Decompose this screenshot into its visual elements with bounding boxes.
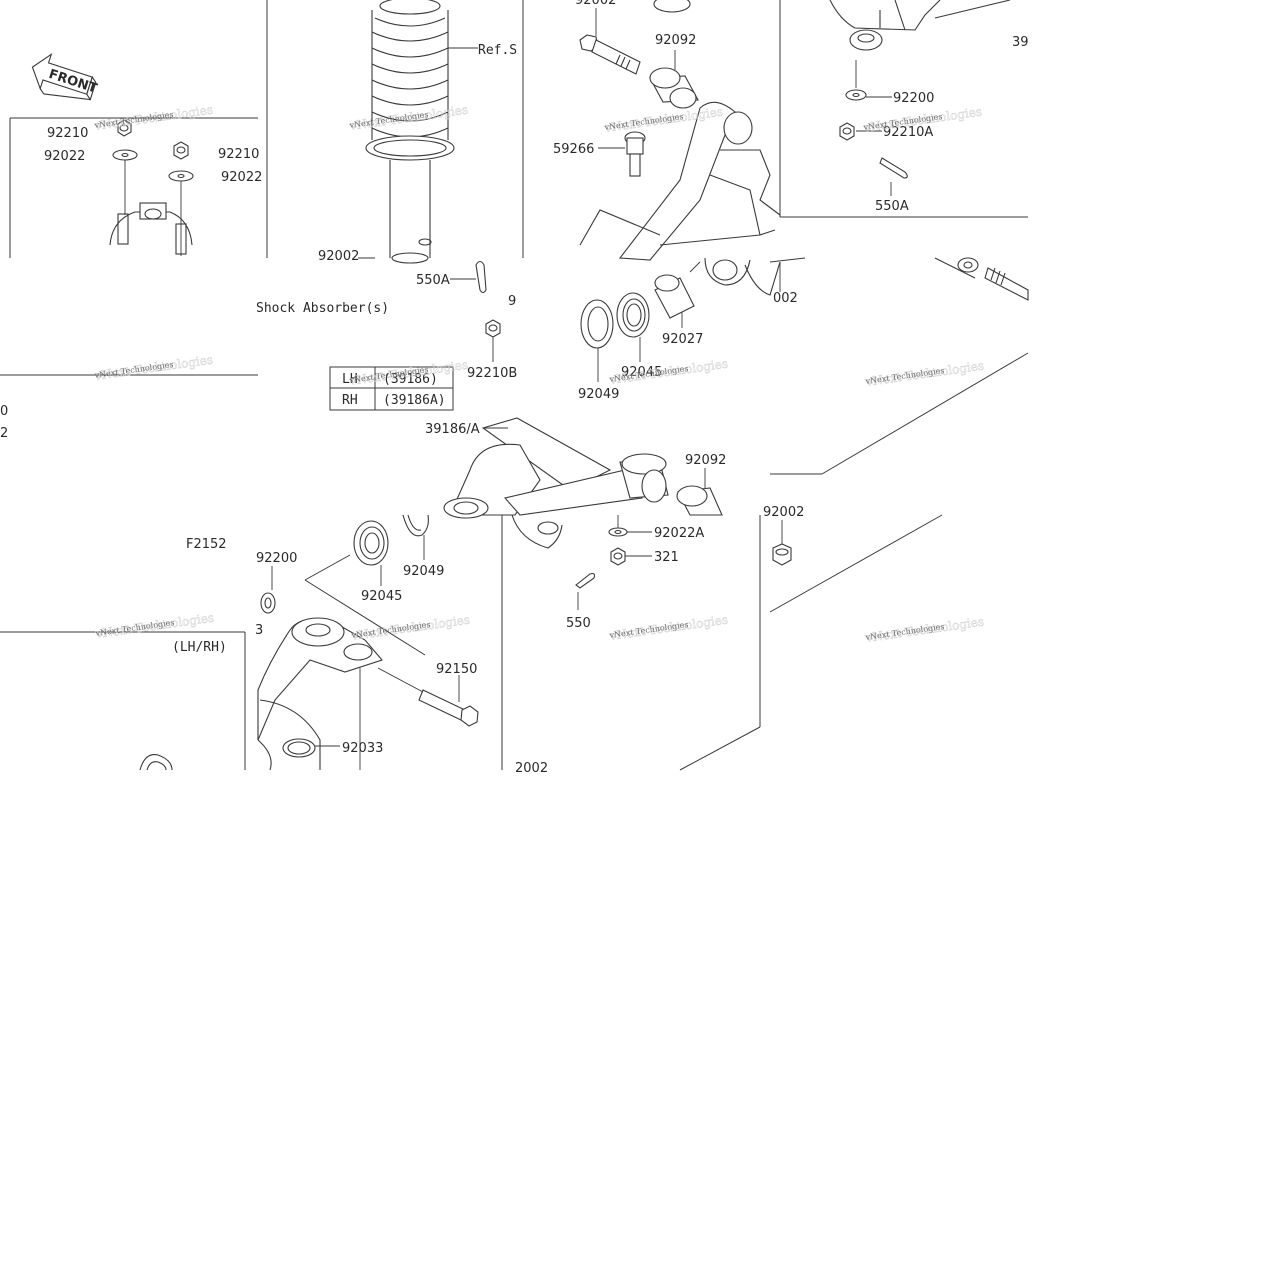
nut-mid bbox=[485, 319, 501, 362]
callout-92002-lower: 92002 bbox=[763, 505, 804, 520]
hub-partial bbox=[689, 257, 806, 296]
callout-9-partial: 9 bbox=[508, 294, 516, 309]
callout-92150: 92150 bbox=[436, 662, 477, 677]
callout-92022-right: 92022 bbox=[221, 170, 262, 185]
figure-code: F2152 bbox=[186, 537, 227, 552]
section-title: Shock Absorber(s) bbox=[256, 301, 389, 316]
bearing-mid bbox=[616, 292, 650, 362]
washer-nut-lower bbox=[575, 515, 652, 610]
bushing-lower bbox=[676, 468, 723, 516]
oil-seal-lower bbox=[402, 514, 429, 560]
callout-550: 550 bbox=[566, 616, 591, 631]
callout-002-partial: 002 bbox=[773, 291, 798, 306]
callout-92200-lower: 92200 bbox=[256, 551, 297, 566]
watermark: vNext Technologies vNext Technologies bbox=[607, 612, 729, 643]
callout-39-partial: 39 bbox=[1012, 35, 1029, 50]
tie-rod-partial bbox=[934, 257, 1029, 301]
callout-59266: 59266 bbox=[553, 142, 594, 157]
callout-92027: 92027 bbox=[662, 332, 703, 347]
ref-label: Ref.S bbox=[478, 43, 517, 58]
bearing-lower bbox=[353, 520, 389, 586]
lh-rh-note: (LH/RH) bbox=[172, 640, 227, 655]
callout-321: 321 bbox=[654, 550, 679, 565]
table-part-rh: (39186A) bbox=[383, 393, 446, 408]
callout-92210A: 92210A bbox=[883, 125, 933, 140]
callout-92210B: 92210B bbox=[467, 366, 517, 381]
callout-92200-top: 92200 bbox=[893, 91, 934, 106]
callout-3-partial: 3 bbox=[255, 623, 263, 638]
ball-joint bbox=[598, 131, 646, 177]
bolt-lower-right bbox=[772, 520, 792, 566]
callout-92210-left: 92210 bbox=[47, 126, 88, 141]
callout-2-partial: 2 bbox=[0, 426, 8, 441]
callout-92049-lower: 92049 bbox=[403, 564, 444, 579]
shock-mount-hardware bbox=[109, 119, 194, 256]
callout-92033: 92033 bbox=[342, 741, 383, 756]
knuckle-upper bbox=[829, 0, 1011, 196]
callout-labels: 92002 92092 59266 92210 92022 92210 9202… bbox=[0, 0, 1029, 776]
collar-mid bbox=[654, 274, 695, 328]
callout-92002-top: 92002 bbox=[575, 0, 616, 8]
knuckle-lower bbox=[257, 617, 383, 771]
callout-92022A: 92022A bbox=[654, 526, 704, 541]
callout-92002-shock: 92002 bbox=[318, 249, 359, 264]
watermark: vNext Technologies vNext Technologies bbox=[92, 352, 214, 383]
bolt-92150 bbox=[377, 667, 479, 727]
watermark: vNext Technologies vNext Technologies bbox=[863, 358, 985, 389]
watermark: vNext Technologies vNext Technologies bbox=[93, 610, 215, 641]
callout-39186A: 39186/A bbox=[425, 422, 480, 437]
table-side-lh: LH bbox=[342, 372, 358, 387]
cotter-pin-mid bbox=[450, 260, 487, 294]
watermark: vNext Technologies vNext Technologies bbox=[92, 102, 214, 133]
oil-seal-mid bbox=[580, 299, 614, 382]
snap-ring bbox=[282, 738, 340, 758]
watermark: vNext Technologies vNext Technologies bbox=[863, 614, 985, 645]
callout-92210-right: 92210 bbox=[218, 147, 259, 162]
callout-92092-lower: 92092 bbox=[685, 453, 726, 468]
upper-a-arm bbox=[579, 101, 781, 261]
watermark: vNext Technologies vNext Technologies bbox=[347, 102, 469, 133]
panel-borders bbox=[0, 0, 1029, 771]
callout-0-partial: 0 bbox=[0, 404, 8, 419]
table-side-rh: RH bbox=[342, 393, 358, 408]
shock-spring bbox=[358, 0, 478, 264]
lower-a-arm bbox=[443, 417, 669, 549]
side-table: LH (39186) RH (39186A) bbox=[329, 366, 454, 411]
callout-92092-top: 92092 bbox=[655, 33, 696, 48]
callout-550A-mid: 550A bbox=[416, 273, 450, 288]
spring-coils bbox=[371, 10, 449, 140]
callout-550A-top: 550A bbox=[875, 199, 909, 214]
callout-92045-lower: 92045 bbox=[361, 589, 402, 604]
washer-lower-left bbox=[260, 566, 276, 614]
bearing-bottom-left bbox=[139, 754, 173, 771]
callout-2002: 2002 bbox=[515, 761, 548, 776]
callout-92049-mid: 92049 bbox=[578, 387, 619, 402]
callout-92022-left: 92022 bbox=[44, 149, 85, 164]
table-part-lh: (39186) bbox=[383, 372, 438, 387]
watermark: vNext Technologies vNext Technologies bbox=[607, 356, 729, 387]
a-arm-bolt-upper bbox=[579, 8, 641, 75]
watermark: vNext Technologies vNext Technologies bbox=[349, 612, 471, 643]
front-arrow-icon: FRONT bbox=[31, 52, 99, 101]
bushing-upper bbox=[649, 0, 699, 109]
callout-92045-mid: 92045 bbox=[621, 365, 662, 380]
